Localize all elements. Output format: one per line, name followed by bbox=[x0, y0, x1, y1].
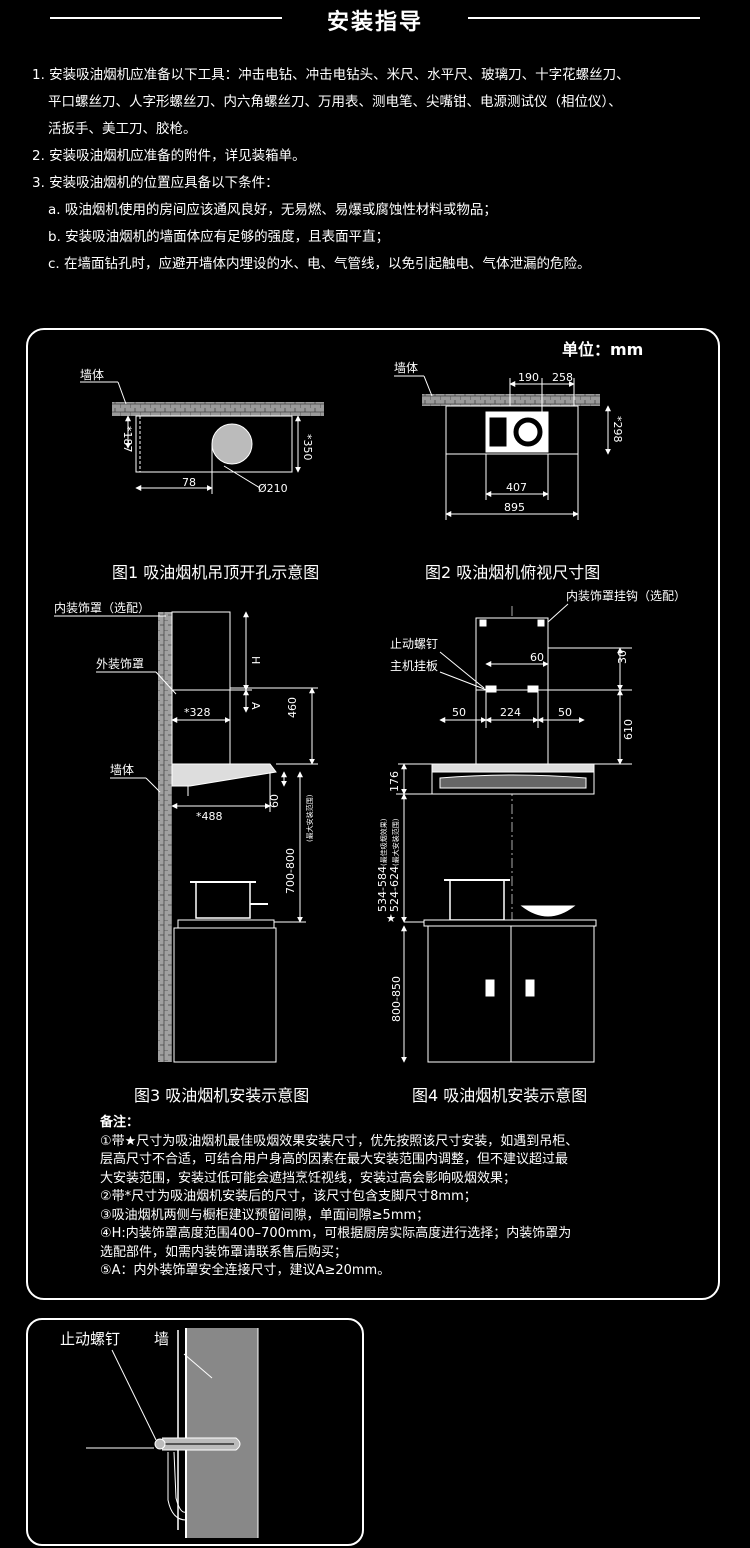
note-line: ⑤A：内外装饰罩安全连接尺寸，建议A≥20mm。 bbox=[100, 1263, 391, 1278]
detail-screw-label: 止动螺钉 bbox=[60, 1330, 120, 1348]
fig4-524-label: 524-624 bbox=[388, 866, 401, 912]
fig2-caption: 图2 吸油烟机俯视尺寸图 bbox=[425, 563, 600, 582]
fig3-inner-cover bbox=[171, 611, 231, 691]
fig2-190-label: 190 bbox=[518, 371, 539, 384]
fig3-outer-label: 外装饰罩 bbox=[96, 657, 144, 671]
fig4-30-label: 30 bbox=[616, 650, 629, 664]
fig2-298-label: *298 bbox=[611, 416, 624, 443]
fig4-176-label: 176 bbox=[388, 771, 401, 792]
detail-wall bbox=[186, 1328, 258, 1538]
fig3-60-label: 60 bbox=[268, 794, 281, 808]
fig1-wall-label: 墙体 bbox=[80, 368, 104, 382]
fig3-inner-label: 内装饰罩（选配） bbox=[54, 601, 150, 615]
fig1-diagram bbox=[80, 381, 324, 494]
title-rule-left bbox=[50, 17, 282, 19]
fig3-H-label: H bbox=[249, 656, 262, 664]
fig4-screw-label: 止动螺钉 bbox=[390, 637, 438, 651]
section-header: 安装指导 bbox=[0, 0, 750, 40]
fig3-wall bbox=[158, 612, 172, 1062]
note-line: 大安装范围，安装过低可能会遮挡烹饪视线，安装过高会影响吸烟效果； bbox=[100, 1170, 517, 1186]
fig3-hood-body bbox=[171, 763, 277, 787]
note-line: 选配部件，如需内装饰罩请联系售后购买； bbox=[100, 1244, 348, 1260]
intro-line: c. 在墙面钻孔时，应避开墙体内埋设的水、电、气管线，以免引起触电、气体泄漏的危… bbox=[48, 256, 591, 272]
title-rule-right bbox=[468, 17, 700, 19]
fig4-50b-label: 50 bbox=[558, 706, 572, 719]
fig4-star-label: ★ bbox=[386, 912, 396, 925]
fig4-best-label: (最佳吸烟效果) bbox=[379, 818, 388, 866]
fig2-258-label: 258 bbox=[552, 371, 573, 384]
intro-line: 平口螺丝刀、人字形螺丝刀、内六角螺丝刀、万用表、测电笔、尖嘴钳、电源测试仪（相位… bbox=[48, 94, 622, 110]
fig4-534-label: 534-584 bbox=[376, 866, 389, 912]
fig4-maxrange-label: (最大安装范围) bbox=[391, 818, 400, 866]
fig3-460-label: 460 bbox=[286, 697, 299, 718]
fig2-407-label: 407 bbox=[506, 481, 527, 494]
detail-screw-leader bbox=[111, 1349, 157, 1441]
fig1-dia-leader bbox=[223, 465, 261, 489]
fig1-caption: 图1 吸油烟机吊顶开孔示意图 bbox=[112, 563, 319, 582]
notes-heading: 备注： bbox=[100, 1115, 140, 1130]
fig1-187-label: *187 bbox=[121, 426, 134, 453]
intro-line: 1. 安装吸油烟机应准备以下工具：冲击电钻、冲击电钻头、米尺、水平尺、玻璃刀、十… bbox=[32, 67, 630, 83]
fig2-diagram bbox=[394, 375, 611, 520]
fig3-A-label: A bbox=[249, 702, 262, 710]
detail-wall-leader bbox=[183, 1353, 213, 1379]
fig4-60-label: 60 bbox=[530, 651, 544, 664]
fig3-cabinet bbox=[173, 927, 277, 1063]
intro-line: 3. 安装吸油烟机的位置应具备以下条件： bbox=[32, 175, 279, 191]
fig3-diagram bbox=[54, 611, 318, 1063]
fig3-wall-label: 墙体 bbox=[110, 763, 134, 777]
detail-diagram bbox=[86, 1328, 259, 1538]
fig1-78-label: 78 bbox=[182, 476, 196, 489]
fig3-328-label: *328 bbox=[184, 706, 211, 719]
fig4-caption: 图4 吸油烟机安装示意图 bbox=[412, 1086, 587, 1105]
fig4-hook-label: 内装饰罩挂钩（选配） bbox=[566, 589, 686, 603]
notes-block: 备注： ①带★尺寸为吸油烟机最佳吸烟效果安装尺寸，优先按照该尺寸安装，如遇到吊柜… bbox=[100, 1114, 700, 1281]
intro-line: b. 安装吸油烟机的墙面体应有足够的强度，且表面平直； bbox=[48, 229, 390, 245]
fig2-895-label: 895 bbox=[504, 501, 525, 514]
fig3-700-label: 700-800 bbox=[284, 848, 297, 894]
fig4-224-label: 224 bbox=[500, 706, 521, 719]
note-line: ③吸油烟机两侧与橱柜建议预留间隙，单面间隙≥5mm； bbox=[100, 1207, 430, 1223]
fig1-wall-slab bbox=[112, 402, 324, 416]
fig3-outer-cover bbox=[171, 689, 231, 765]
fig4-800-label: 800-850 bbox=[390, 976, 403, 1022]
note-line: ④H:内装饰罩高度范围400–700mm，可根据厨房实际高度进行选择；内装饰罩为 bbox=[100, 1226, 572, 1241]
fig1-210-label: Ø210 bbox=[258, 482, 288, 495]
note-line: 层高尺寸不合适，可结合用户身高的因素在最大安装范围内调整，但不建议超过最 bbox=[100, 1152, 569, 1167]
detail-wall-label: 墙 bbox=[154, 1330, 169, 1348]
note-line: ②带*尺寸为吸油烟机安装后的尺寸，该尺寸包含支脚尺寸8mm； bbox=[100, 1189, 477, 1204]
fig2-wall-label: 墙体 bbox=[394, 361, 418, 375]
detail-panel bbox=[26, 1318, 364, 1546]
intro-list: 1. 安装吸油烟机应准备以下工具：冲击电钻、冲击电钻头、米尺、水平尺、玻璃刀、十… bbox=[32, 62, 732, 278]
note-line: ①带★尺寸为吸油烟机最佳吸烟效果安装尺寸，优先按照该尺寸安装，如遇到吊柜、 bbox=[100, 1133, 579, 1149]
fig4-wok bbox=[520, 905, 576, 917]
fig1-hole bbox=[211, 423, 253, 465]
fig1-350-label: *350 bbox=[301, 434, 314, 461]
intro-line: a. 吸油烟机使用的房间应该通风良好，无易燃、易爆或腐蚀性材料或物品； bbox=[48, 202, 497, 218]
fig4-diagram bbox=[396, 603, 632, 1063]
unit-label: 单位：mm bbox=[562, 340, 644, 359]
page-title: 安装指导 bbox=[326, 10, 423, 35]
fig4-pot bbox=[449, 879, 505, 921]
diagram-panel bbox=[26, 328, 720, 1300]
fig3-pot bbox=[195, 881, 251, 919]
fig3-488-label: *488 bbox=[196, 810, 223, 823]
intro-line: 活扳手、美工刀、胶枪。 bbox=[48, 121, 197, 137]
fig4-50a-label: 50 bbox=[452, 706, 466, 719]
fig4-610-label: 610 bbox=[622, 719, 635, 740]
fig4-plate-label: 主机挂板 bbox=[390, 659, 438, 673]
fig3-range-label: (最大安装范围) bbox=[305, 794, 314, 842]
intro-line: 2. 安装吸油烟机应准备的附件，详见装箱单。 bbox=[32, 148, 306, 164]
fig2-wall-slab bbox=[422, 394, 600, 406]
fig3-caption: 图3 吸油烟机安装示意图 bbox=[134, 1086, 309, 1105]
